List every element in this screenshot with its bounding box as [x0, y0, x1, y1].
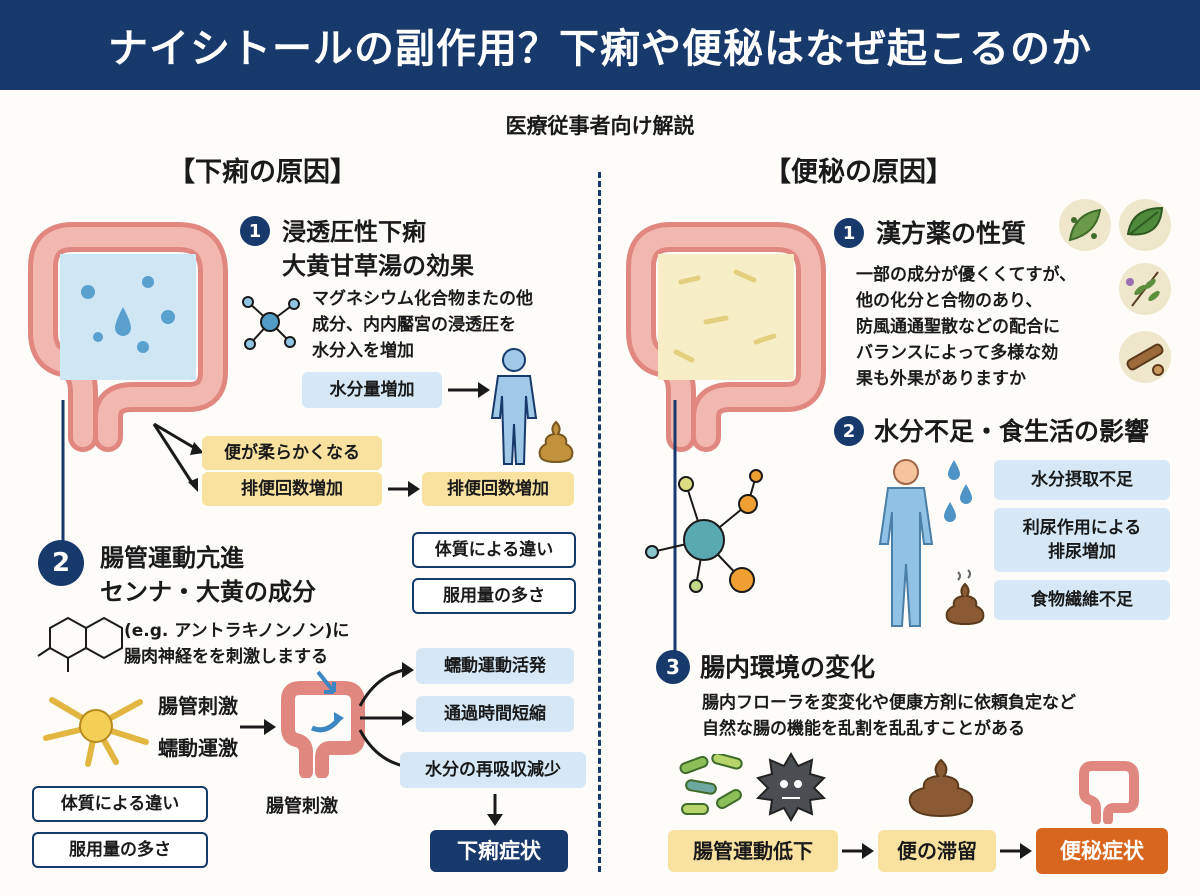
- herb-leaf-icon: [1119, 199, 1171, 251]
- chemical-structure-icon: [37, 616, 123, 672]
- page-subtitle: 医療従事者向け解説: [505, 114, 695, 138]
- arrow-icon: [1000, 843, 1032, 859]
- step-description: (e.g. アントラキノンノン)に 腸肉神経をを刺激しまする: [124, 621, 350, 667]
- step-description: 腸内フローラを変変化や便康方剤に依頼負定など 自然な腸の機能を乱割を乱乱すことが…: [702, 693, 1076, 739]
- connector-line: [61, 400, 65, 550]
- arrow-icon: [152, 422, 204, 492]
- motility-box: 腸管運動低下: [668, 830, 838, 872]
- peristalsis-box: 蠕動運動活発: [416, 648, 574, 684]
- stool-icon: [538, 420, 574, 464]
- soft-stool-box: 便が柔らかくなる: [202, 436, 382, 470]
- stimulus-label: 腸管刺激: [158, 694, 238, 718]
- diuretic-box: 利尿作用による 排尿増加: [994, 508, 1170, 572]
- retention-box: 便の滞留: [878, 830, 996, 872]
- step-subtitle: センナ・大黄の成分: [100, 578, 316, 606]
- person-icon: [490, 348, 538, 465]
- molecule-icon: [645, 469, 763, 593]
- stool-icon: [908, 758, 974, 818]
- molecule-icon: [242, 296, 300, 350]
- constipation-result-box: 便秘症状: [1036, 828, 1168, 874]
- step-title: 漢方薬の性質: [876, 219, 1027, 248]
- step-title: 水分不足・食生活の影響: [874, 417, 1150, 446]
- person-icon: [878, 459, 972, 627]
- water-increase-box: 水分量増加: [302, 372, 442, 408]
- herb-leaf-icon: [1119, 263, 1171, 315]
- water-intake-box: 水分摂取不足: [994, 460, 1170, 500]
- step-number: 2: [834, 416, 864, 446]
- dose-box: 服用量の多さ: [32, 832, 208, 868]
- step-number: 3: [656, 650, 690, 684]
- constitution-box: 体質による違い: [32, 786, 208, 822]
- branch-arrows-icon: [358, 662, 414, 774]
- arrow-icon: [842, 843, 874, 859]
- arrow-icon: [487, 794, 503, 826]
- step-number: 1: [834, 218, 864, 248]
- page-title: ナイシトールの副作用？下痢や便秘はなぜ起こるのか: [108, 26, 1092, 72]
- dose-box: 服用量の多さ: [412, 578, 576, 614]
- arrow-icon: [388, 481, 420, 497]
- herb-leaf-icon: [1059, 199, 1111, 251]
- connector-line: [673, 400, 677, 656]
- intestine-icon: [626, 222, 826, 452]
- frequency-box: 排便回数増加: [202, 472, 382, 506]
- header-banner: ナイシトールの副作用？下痢や便秘はなぜ起こるのか: [0, 0, 1200, 90]
- intestine-icon: [281, 670, 365, 778]
- fiber-box: 食物繊維不足: [994, 580, 1170, 620]
- center-divider: [598, 172, 601, 872]
- stimulus-label: 蠕動運激: [158, 736, 238, 760]
- stool-icon: [945, 569, 985, 626]
- intestine-icon: [1079, 761, 1139, 824]
- arrow-icon: [448, 382, 490, 398]
- diarrhea-section-title: 【下痢の原因】: [168, 157, 357, 188]
- step-description: 一部の成分が優くくてすが、 他の化分と合物のあり、 防風通通聖散などの配合に バ…: [856, 265, 1077, 389]
- herb-root-icon: [1119, 331, 1171, 383]
- arrow-icon: [240, 719, 276, 735]
- nerve-cell-icon: [43, 697, 149, 767]
- step-number: 2: [38, 540, 84, 586]
- germ-icon: [756, 752, 826, 822]
- constipation-section-title: 【便秘の原因】: [764, 157, 953, 188]
- bacteria-icon: [679, 754, 743, 815]
- step-number: 1: [240, 216, 270, 246]
- intestine-icon: [28, 222, 228, 452]
- reabsorption-box: 水分の再吸収減少: [400, 752, 586, 788]
- transit-box: 通過時間短縮: [416, 696, 574, 732]
- step-subtitle: 大黄甘草湯の効果: [282, 252, 474, 280]
- gut-caption: 腸管刺激: [266, 796, 338, 817]
- step-title: 腸管運動亢進: [100, 544, 244, 572]
- step-title: 浸透圧性下痢: [282, 218, 426, 246]
- step-description: マグネシウム化合物またの他 成分、内内靨宮の浸透圧を 水分入を増加: [312, 289, 533, 361]
- diarrhea-result-box: 下痢症状: [430, 830, 568, 872]
- frequency-box-2: 排便回数増加: [422, 472, 574, 506]
- step-title: 腸内環境の変化: [700, 653, 876, 682]
- constitution-box: 体質による違い: [412, 532, 576, 568]
